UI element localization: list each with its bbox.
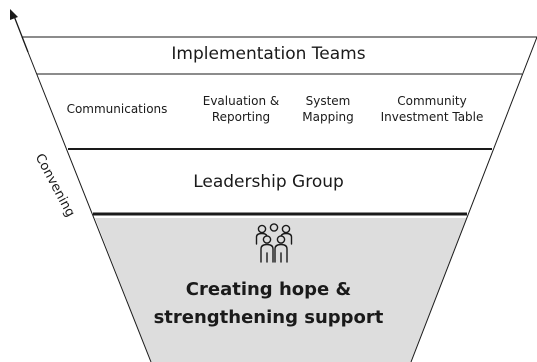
- convening-arrow-shaft: [13, 15, 29, 53]
- sub-team-system-line1: System: [305, 94, 351, 108]
- funnel-left-edge: [21, 36, 152, 362]
- sub-team-evaluation-reporting: Evaluation & Reporting: [190, 93, 292, 125]
- sub-team-evaluation-line2: Reporting: [211, 110, 271, 124]
- core-message-line2: strengthening support: [153, 307, 384, 328]
- core-message: Creating hope & strengthening support: [0, 276, 537, 332]
- funnel-right-edge: [410, 36, 537, 362]
- core-message-line1: Creating hope &: [185, 279, 352, 300]
- leadership-group-title: Leadership Group: [193, 172, 344, 192]
- sub-team-community-line2: Investment Table: [380, 110, 484, 124]
- sub-team-communications: Communications: [66, 102, 168, 116]
- core-tier-fill: [95, 218, 467, 362]
- sub-team-community-line1: Community: [397, 94, 467, 108]
- sub-team-community-investment: Community Investment Table: [366, 93, 498, 125]
- convening-arrow-head: [10, 9, 18, 20]
- sub-team-evaluation-line1: Evaluation &: [202, 94, 280, 108]
- people-group-icon: [255, 223, 293, 263]
- implementation-teams-title: Implementation Teams: [171, 44, 366, 64]
- sub-team-system-mapping: System Mapping: [296, 93, 360, 125]
- sub-team-system-line2: Mapping: [302, 110, 354, 124]
